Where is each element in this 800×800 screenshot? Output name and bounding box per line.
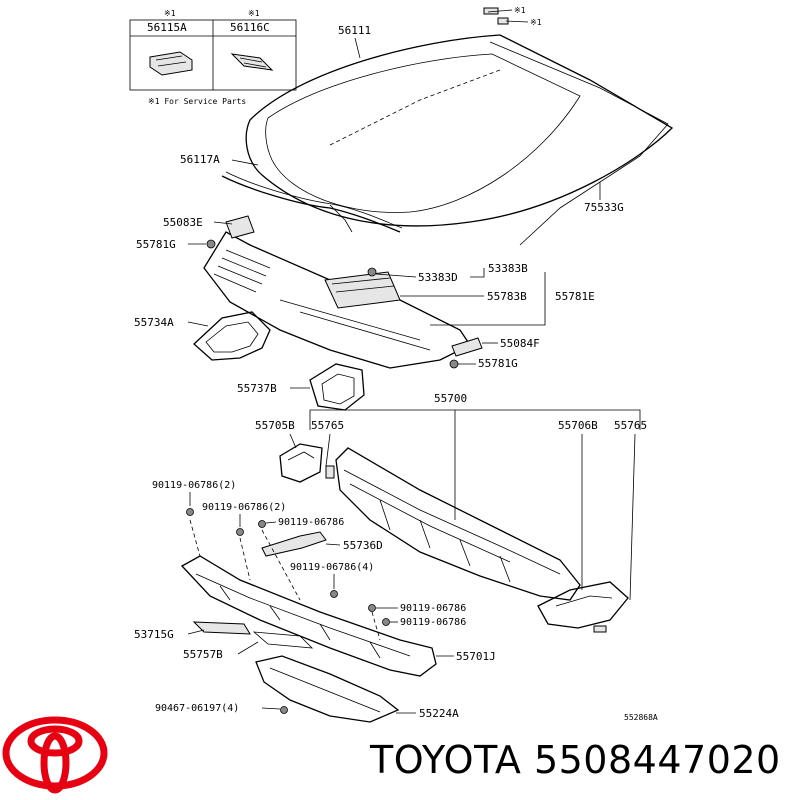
clip-55781G-icon <box>449 359 459 369</box>
label-55781E: 55781E <box>555 290 595 303</box>
bolts <box>186 508 390 714</box>
label-90467: 90467-06197(4) <box>155 703 239 714</box>
label-55083E: 55083E <box>163 216 203 229</box>
label-90119-e: 90119-06786 <box>400 603 466 614</box>
label-55084F: 55084F <box>500 337 540 350</box>
label-53383B: 53383B <box>488 262 528 275</box>
cowl-panel-55701J <box>180 555 437 677</box>
label-55705B: 55705B <box>255 419 295 432</box>
legend-part-56116C: 56116C <box>230 21 270 34</box>
bracket-55705B <box>279 443 335 483</box>
label-53715G: 53715G <box>134 628 174 641</box>
clip-55781G-icon <box>206 239 216 249</box>
label-55701J: 55701J <box>456 650 496 663</box>
bolt-icon <box>258 520 266 528</box>
label-90119-f: 90119-06786 <box>400 617 466 628</box>
label-55700: 55700 <box>434 392 467 405</box>
label-55736D: 55736D <box>343 539 383 552</box>
cowl-panel-55700 <box>335 447 581 601</box>
panel-55783B-icon <box>324 271 401 309</box>
label-55224A: 55224A <box>419 707 459 720</box>
label-56117A: 56117A <box>180 153 220 166</box>
label-90119-b: 90119-06786(2) <box>202 502 286 513</box>
bracket-55706B <box>537 581 629 633</box>
label-90119-d: 90119-06786(4) <box>290 562 374 573</box>
label-56111: 56111 <box>338 24 371 37</box>
label-53383D: 53383D <box>418 271 458 284</box>
label-55706B: 55706B <box>558 419 598 432</box>
toyota-logo <box>2 716 108 794</box>
label-55781G-lower: 55781G <box>478 357 518 370</box>
bolt-icon <box>330 590 338 598</box>
bolt-icon <box>382 618 390 626</box>
label-55765-left: 55765 <box>311 419 344 432</box>
seal-55737B <box>309 363 365 411</box>
label-55734A: 55734A <box>134 316 174 329</box>
label-90119-c: 90119-06786 <box>278 517 344 528</box>
clip-56116C-drawing <box>230 53 274 71</box>
brand-name: TOYOTA <box>370 738 522 782</box>
bolt-icon <box>280 706 288 714</box>
clip-56115A-drawing <box>149 51 193 76</box>
seal-55083E-icon <box>225 215 255 239</box>
label-90119-a: 90119-06786(2) <box>152 480 236 491</box>
cowl-louver <box>203 215 483 369</box>
brace-55736D <box>261 531 327 557</box>
bolt-icon <box>368 604 376 612</box>
glass-mark-1: ※1 <box>514 6 526 15</box>
brand-line: TOYOTA 5508447020 <box>370 738 781 782</box>
legend-mark-left: ※1 <box>164 9 176 18</box>
label-55781G-upper: 55781G <box>136 238 176 251</box>
legend-note: ※1 For Service Parts <box>148 97 246 106</box>
bolt-icon <box>186 508 194 516</box>
label-55737B: 55737B <box>237 382 277 395</box>
label-55765-right: 55765 <box>614 419 647 432</box>
service-parts-legend: ※1 ※1 56115A 56116C ※1 For Service Parts <box>129 9 297 106</box>
clip-53383D-icon <box>367 267 377 277</box>
bolt-icon <box>236 528 244 536</box>
part-number: 5508447020 <box>533 738 781 782</box>
label-55757B: 55757B <box>183 648 223 661</box>
label-75533G: 75533G <box>584 201 624 214</box>
seal-55084F-icon <box>451 337 483 357</box>
legend-mark-right: ※1 <box>248 9 260 18</box>
legend-part-56115A: 56115A <box>147 21 187 34</box>
seal-53715G <box>192 621 251 635</box>
illustration-code: 552868A <box>624 713 658 722</box>
insulator-55757B <box>252 631 314 649</box>
label-55783B: 55783B <box>487 290 527 303</box>
windshield-glass: ※1 ※1 <box>245 6 674 246</box>
seal-55734A <box>193 311 271 361</box>
glass-mark-2: ※1 <box>530 18 542 27</box>
windshield-moulding <box>221 171 403 233</box>
cover-55224A <box>255 655 400 723</box>
